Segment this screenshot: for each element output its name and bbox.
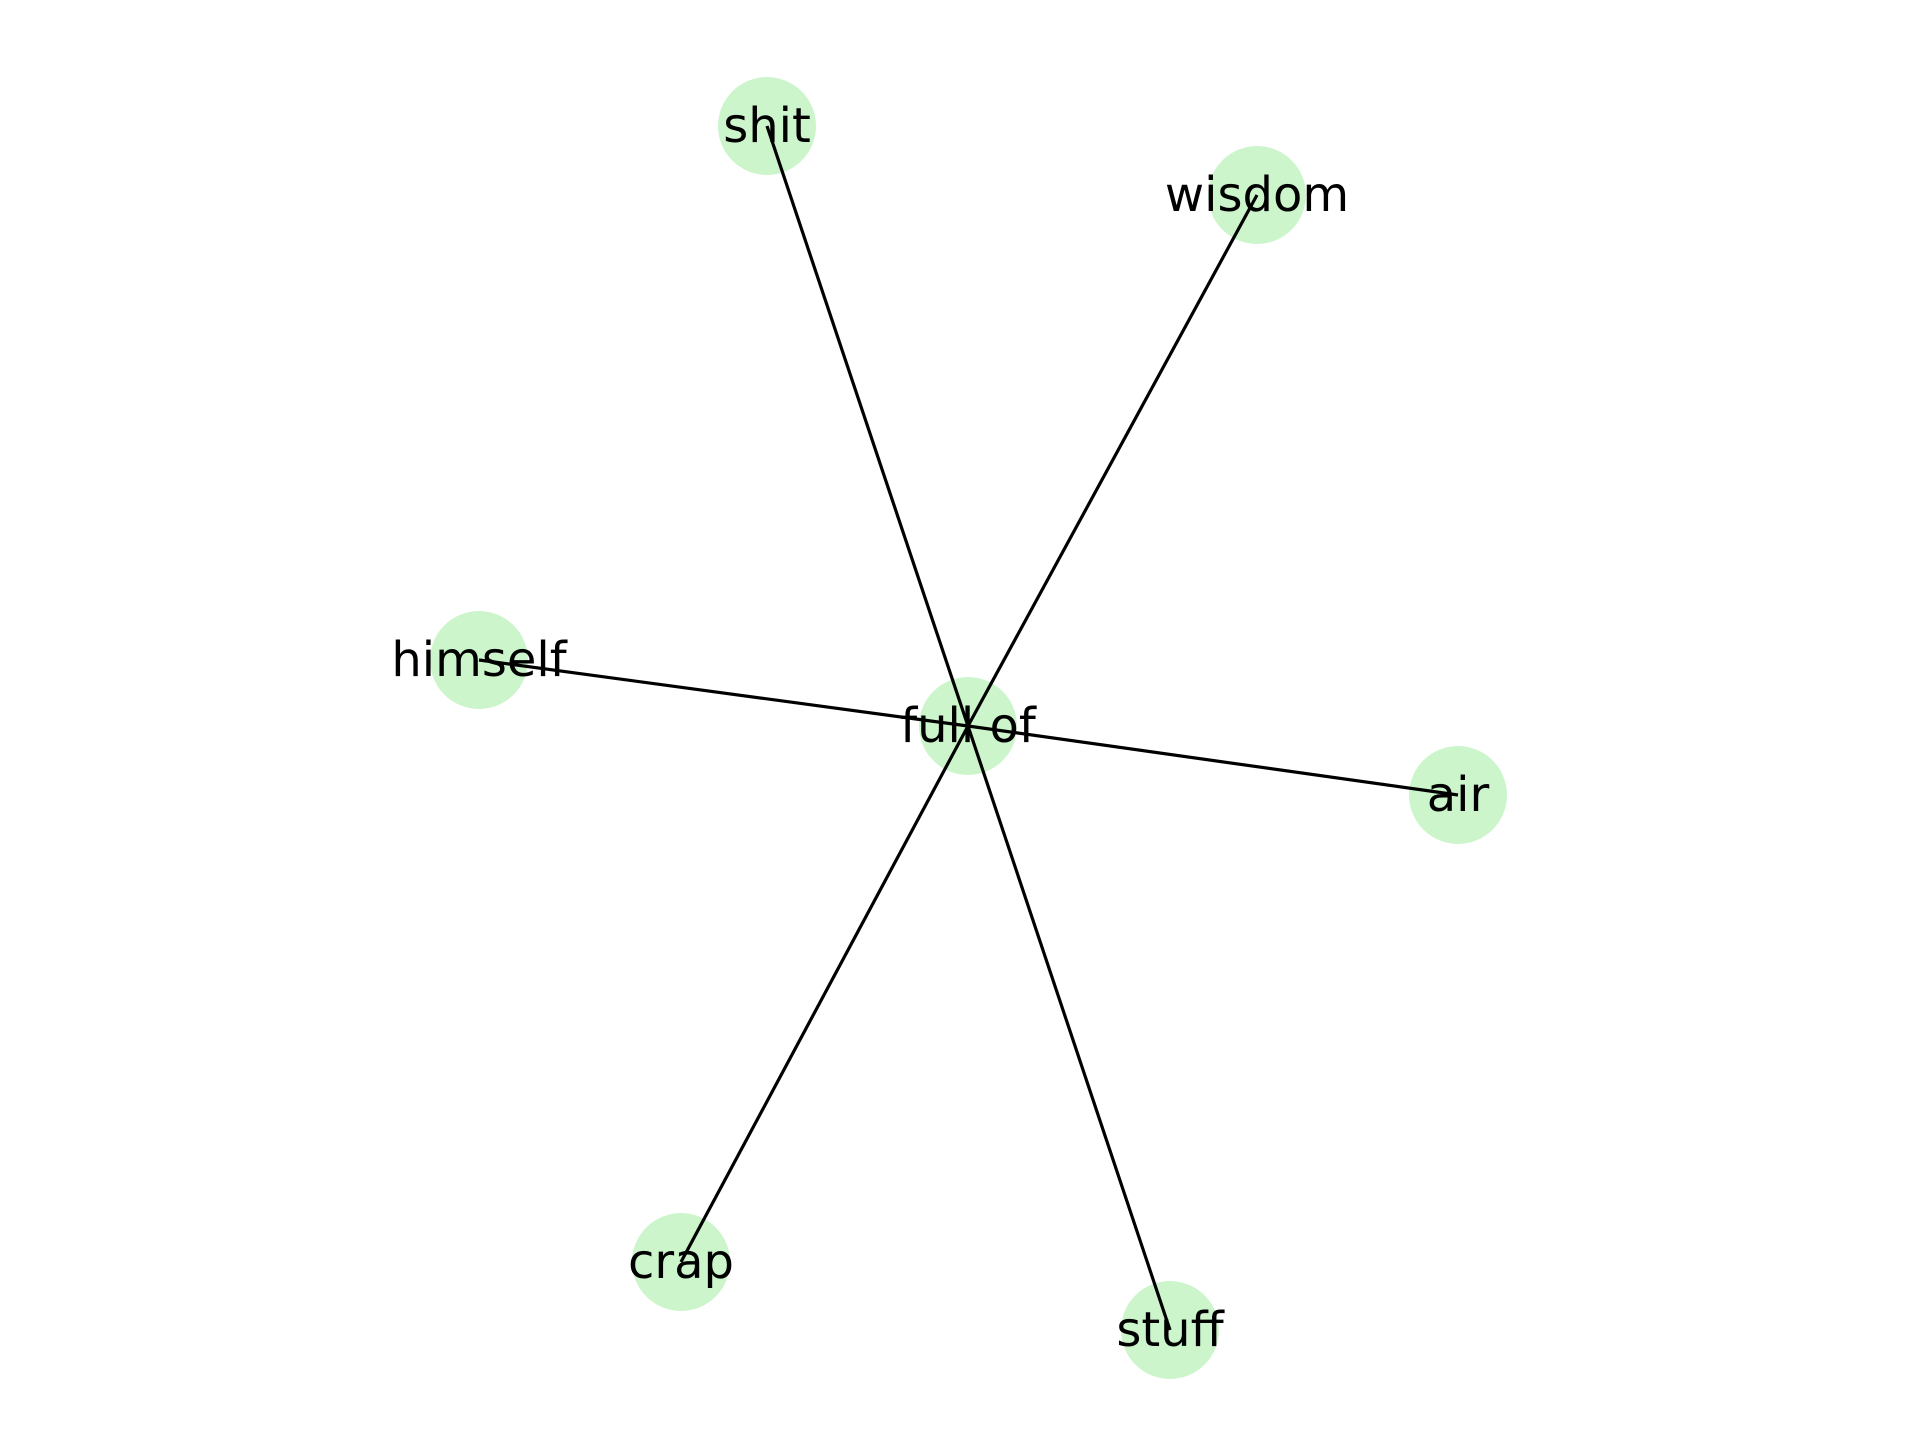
edge-full-of-air [967, 724, 1459, 797]
node-label-shit: shit [723, 98, 811, 154]
node-label-crap: crap [628, 1234, 734, 1290]
edge-full-of-shit [765, 125, 970, 727]
edge-full-of-crap [679, 725, 970, 1263]
node-label-wisdom: wisdom [1165, 167, 1349, 223]
edges-layer [478, 125, 1459, 1331]
edge-full-of-stuff [966, 725, 1172, 1331]
node-label-full-of: full of [900, 698, 1037, 754]
node-label-stuff: stuff [1116, 1302, 1224, 1358]
edge-full-of-himself [478, 658, 969, 728]
node-label-air: air [1427, 767, 1490, 823]
node-label-himself: himself [391, 632, 567, 688]
edge-full-of-wisdom [966, 194, 1259, 727]
node-labels: full of shit wisdom himself air crap stuff [391, 98, 1489, 1358]
